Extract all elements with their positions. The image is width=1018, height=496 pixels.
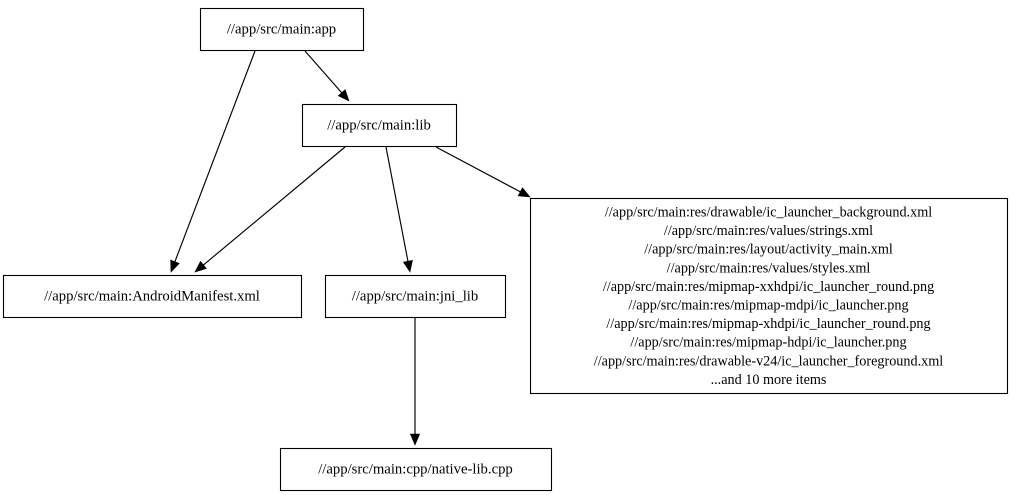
graph-node-app[interactable]: //app/src/main:app bbox=[199, 7, 365, 52]
node-label-lib: //app/src/main:lib bbox=[327, 117, 431, 133]
node-box-manifest[interactable] bbox=[2, 274, 303, 319]
arrowhead-icon bbox=[409, 433, 421, 446]
cluster-line-9: ...and 10 more items bbox=[711, 372, 827, 388]
node-label-manifest: //app/src/main:AndroidManifest.xml bbox=[44, 288, 260, 304]
arrowhead-icon bbox=[194, 260, 207, 273]
cluster-line-7: //app/src/main:res/mipmap-hdpi/ic_launch… bbox=[630, 335, 906, 351]
cluster-line-4: //app/src/main:res/mipmap-xxhdpi/ic_laun… bbox=[603, 279, 934, 295]
edge-shaft bbox=[201, 146, 346, 267]
cluster-line-3: //app/src/main:res/values/styles.xml bbox=[667, 260, 871, 276]
graph-node-manifest[interactable]: //app/src/main:AndroidManifest.xml bbox=[2, 274, 303, 319]
arrowhead-icon bbox=[402, 259, 413, 273]
cluster-line-0: //app/src/main:res/drawable/ic_launcher_… bbox=[605, 204, 932, 220]
edge-shaft bbox=[435, 146, 522, 194]
node-label-native_lib: //app/src/main:cpp/native-lib.cpp bbox=[318, 461, 513, 477]
graph-edge-app-to-manifest bbox=[170, 50, 256, 273]
node-box-lib[interactable] bbox=[301, 103, 458, 148]
node-box-jni_lib[interactable] bbox=[324, 274, 507, 319]
graph-edge-app-to-lib bbox=[304, 50, 350, 102]
cluster-line-2: //app/src/main:res/layout/activity_main.… bbox=[644, 242, 893, 258]
node-label-jni_lib: //app/src/main:jni_lib bbox=[352, 288, 478, 304]
graph-node-res_group[interactable]: //app/src/main:res/drawable/ic_launcher_… bbox=[529, 197, 1009, 395]
cluster-line-8: //app/src/main:res/drawable-v24/ic_launc… bbox=[594, 353, 944, 369]
cluster-line-5: //app/src/main:res/mipmap-mdpi/ic_launch… bbox=[628, 297, 908, 313]
edge-shaft bbox=[385, 146, 409, 263]
graph-edge-lib-to-manifest bbox=[194, 146, 346, 273]
arrowhead-icon bbox=[517, 187, 531, 198]
graph-node-native_lib[interactable]: //app/src/main:cpp/native-lib.cpp bbox=[279, 447, 553, 492]
cluster-line-6: //app/src/main:res/mipmap-xhdpi/ic_launc… bbox=[606, 316, 930, 332]
graph-edge-lib-to-jnilib bbox=[385, 146, 413, 273]
node-box-app[interactable] bbox=[199, 7, 365, 52]
node-box-native_lib[interactable] bbox=[279, 447, 553, 492]
graph-node-lib[interactable]: //app/src/main:lib bbox=[301, 103, 458, 148]
edge-shaft bbox=[304, 50, 344, 95]
graph-node-jni_lib[interactable]: //app/src/main:jni_lib bbox=[324, 274, 507, 319]
node-box-res_group[interactable] bbox=[529, 197, 1009, 395]
cluster-line-1: //app/src/main:res/values/strings.xml bbox=[664, 223, 873, 239]
node-label-app: //app/src/main:app bbox=[227, 21, 336, 37]
graph-edge-jnilib-to-native bbox=[409, 318, 421, 446]
graph-edge-lib-to-res bbox=[435, 146, 531, 198]
arrowhead-icon bbox=[337, 89, 350, 102]
edge-shaft bbox=[173, 50, 256, 264]
arrowhead-icon bbox=[170, 259, 180, 273]
